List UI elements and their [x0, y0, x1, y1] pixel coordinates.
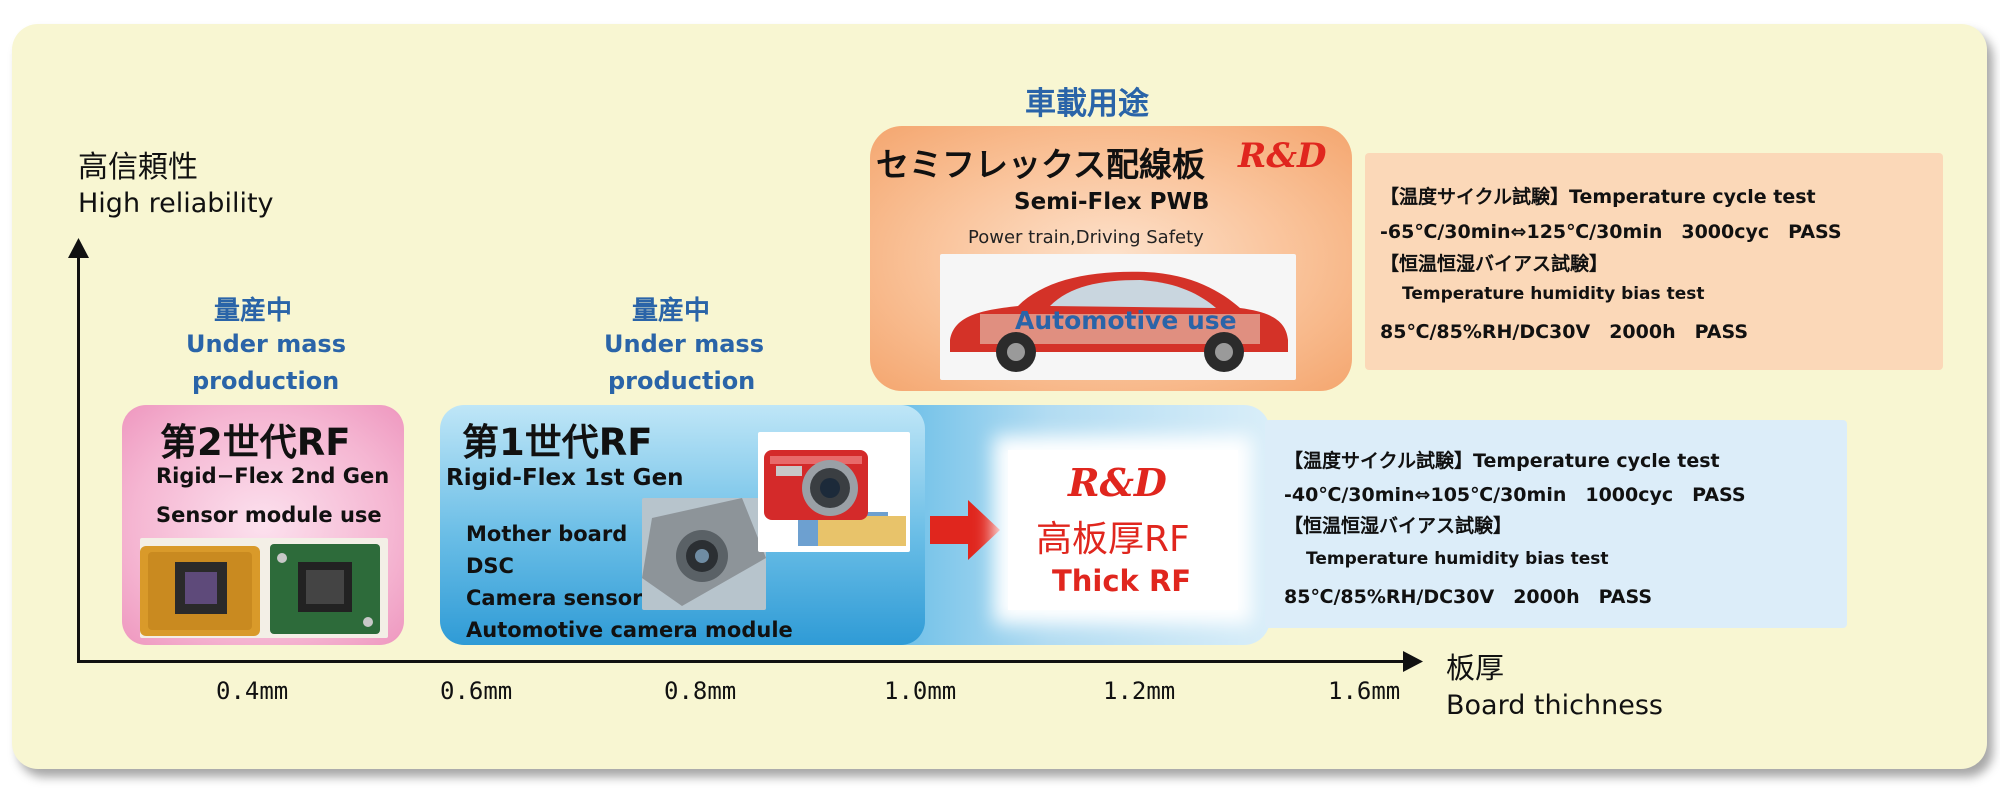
spec-line: 85℃/85%RH/DC30V 2000h PASS — [1284, 582, 1652, 609]
x-tick-label: 1.2mm — [1103, 677, 1175, 705]
semiflex-photo-label: Automotive use — [1015, 306, 1237, 335]
thick-rf-rd: R&D — [1068, 460, 1167, 505]
gen1-app-item: DSC — [466, 554, 514, 578]
x-axis-line — [77, 660, 1407, 663]
camera-photo — [758, 432, 910, 552]
mass-production-en-mid-1: Under mass — [604, 330, 764, 358]
semiflex-subtitle: Power train,Driving Safety — [968, 227, 1204, 248]
x-tick-label: 0.8mm — [664, 677, 736, 705]
gen2-title: 第2世代RF — [160, 412, 351, 466]
spec-line: -65℃/30min⇔125℃/30min 3000cyc PASS — [1380, 217, 1842, 244]
x-axis-arrow-icon — [1403, 651, 1423, 672]
mass-production-en-mid-2: production — [608, 367, 755, 395]
spec-line: Temperature humidity bias test — [1306, 549, 1608, 569]
semiflex-title-ja: セミフレックス配線板 — [876, 138, 1205, 186]
x-axis-label-ja: 板厚 — [1446, 645, 1504, 687]
semiflex-title-en: Semi-Flex PWB — [1014, 189, 1209, 215]
automotive-header: 車載用途 — [1025, 78, 1149, 123]
y-axis-label-ja: 高信頼性 — [78, 142, 198, 186]
semiflex-title-rd: R&D — [1238, 136, 1326, 176]
gen1-subtitle: Rigid-Flex 1st Gen — [446, 465, 684, 491]
gen2-use: Sensor module use — [156, 503, 382, 527]
gen2-subtitle: Rigid−Flex 2nd Gen — [156, 464, 389, 488]
camera-module-photo — [642, 498, 766, 610]
spec-line: 【恒温恒湿バイアス試験】 — [1284, 511, 1512, 538]
mass-production-ja-left: 量産中 — [214, 290, 292, 327]
gen1-app-item: Camera sensor — [466, 586, 643, 610]
y-axis-label-en: High reliability — [78, 188, 274, 219]
gen1-app-item: Automotive camera module — [466, 618, 793, 642]
y-axis-arrow-icon — [68, 238, 89, 258]
thick-rf-title-en: Thick RF — [1052, 564, 1191, 598]
x-tick-label: 1.6mm — [1328, 677, 1400, 705]
x-tick-label: 1.0mm — [884, 677, 956, 705]
spec-line: Temperature humidity bias test — [1402, 284, 1704, 304]
right-arrow-icon — [930, 500, 1000, 560]
y-axis-line — [77, 250, 80, 662]
gen1-title: 第1世代RF — [462, 412, 653, 466]
x-tick-label: 0.4mm — [216, 677, 288, 705]
gen1-app-item: Mother board — [466, 522, 627, 546]
mass-production-ja-mid: 量産中 — [632, 290, 710, 327]
spec-line: 【温度サイクル試験】Temperature cycle test — [1284, 446, 1720, 473]
x-axis-label-en: Board thichness — [1446, 690, 1663, 721]
thick-rf-title-ja: 高板厚RF — [1036, 510, 1190, 562]
spec-line: 【恒温恒湿バイアス試験】 — [1380, 249, 1608, 276]
mass-production-en-left-2: production — [192, 367, 339, 395]
sensor-board-photo — [140, 538, 388, 638]
spec-line: 【温度サイクル試験】Temperature cycle test — [1380, 182, 1816, 209]
x-tick-label: 0.6mm — [440, 677, 512, 705]
spec-line: -40℃/30min⇔105℃/30min 1000cyc PASS — [1284, 480, 1746, 507]
spec-line: 85℃/85%RH/DC30V 2000h PASS — [1380, 317, 1748, 344]
mass-production-en-left-1: Under mass — [186, 330, 346, 358]
